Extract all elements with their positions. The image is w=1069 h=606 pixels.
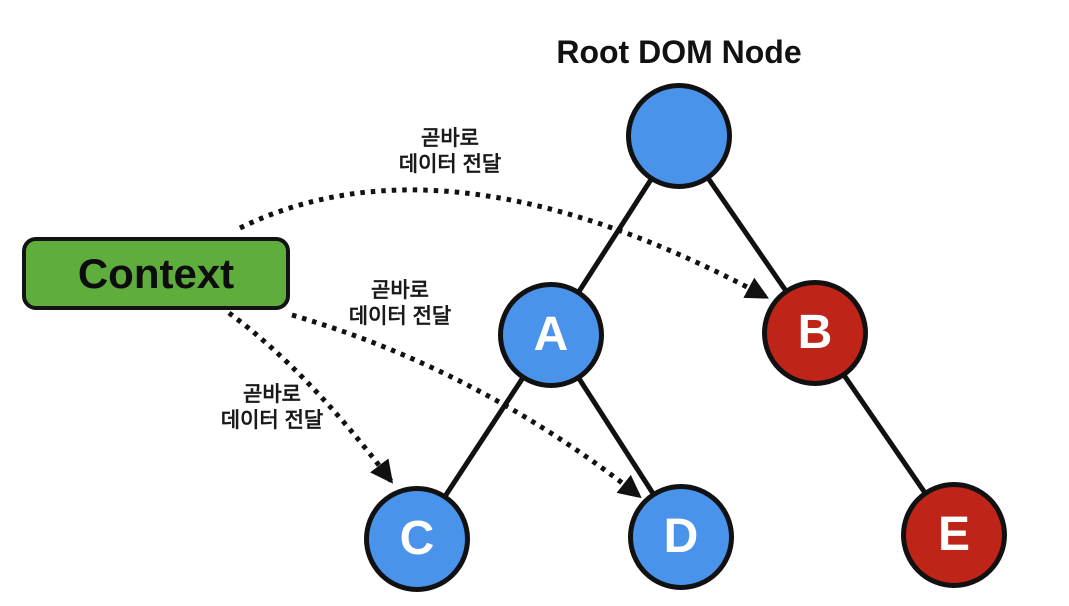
root-dom-node-title: Root DOM Node [556, 34, 802, 70]
node-c: C [364, 486, 470, 592]
node-b-label: B [797, 306, 833, 359]
arrow-label-to-c-line1: 곧바로 [243, 383, 301, 406]
arrow-label-to-c: 곧바로 데이터 전달 [221, 382, 323, 434]
node-e-label: E [937, 508, 970, 561]
node-b: B [762, 280, 868, 386]
arrow-label-to-c-line2: 데이터 전달 [220, 409, 324, 432]
arrow-label-to-b-line2: 데이터 전달 [398, 153, 502, 176]
context-arrow-to-b [238, 187, 770, 300]
node-d: D [628, 484, 734, 590]
node-a: A [498, 282, 604, 388]
node-root [626, 83, 732, 189]
context-box-label: Context [77, 249, 235, 297]
node-d-label: D [663, 510, 699, 563]
arrow-label-to-b-line1: 곧바로 [421, 127, 479, 150]
node-e: E [901, 482, 1007, 588]
arrow-label-to-d: 곧바로 데이터 전달 [349, 278, 451, 330]
context-box: Context [22, 237, 290, 310]
arrow-label-to-b: 곧바로 데이터 전달 [399, 126, 501, 178]
arrow-label-to-d-line1: 곧바로 [371, 279, 429, 302]
arrow-label-to-d-line2: 데이터 전달 [348, 305, 452, 328]
node-a-label: A [533, 308, 569, 361]
context-arrow-to-d [291, 312, 642, 499]
context-arrow-to-c [227, 310, 394, 484]
node-c-label: C [399, 512, 435, 565]
